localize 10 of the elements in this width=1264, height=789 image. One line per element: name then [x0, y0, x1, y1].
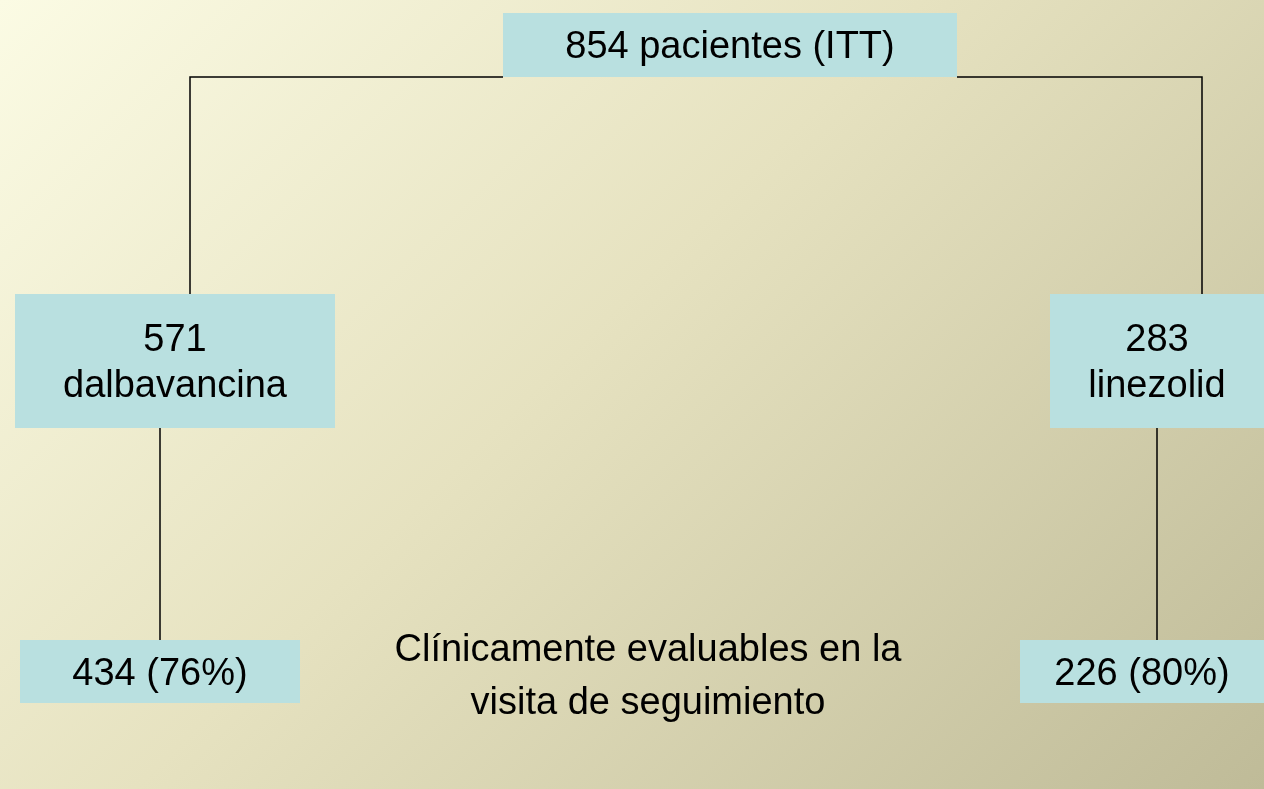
connector-line — [956, 76, 1203, 295]
count-box: 283 linezolid — [1050, 294, 1264, 428]
count-box: 434 (76%) — [20, 640, 300, 703]
note-text: Clínicamente evaluables en la visita de seguimiento — [393, 626, 903, 724]
connector-line — [1156, 427, 1158, 641]
connector-line — [159, 427, 161, 641]
count-box: 571 dalbavancina — [15, 294, 335, 428]
connector-line — [189, 76, 504, 295]
count-box: 226 (80%) — [1020, 640, 1264, 703]
count-box: 854 pacientes (ITT) — [503, 13, 957, 77]
